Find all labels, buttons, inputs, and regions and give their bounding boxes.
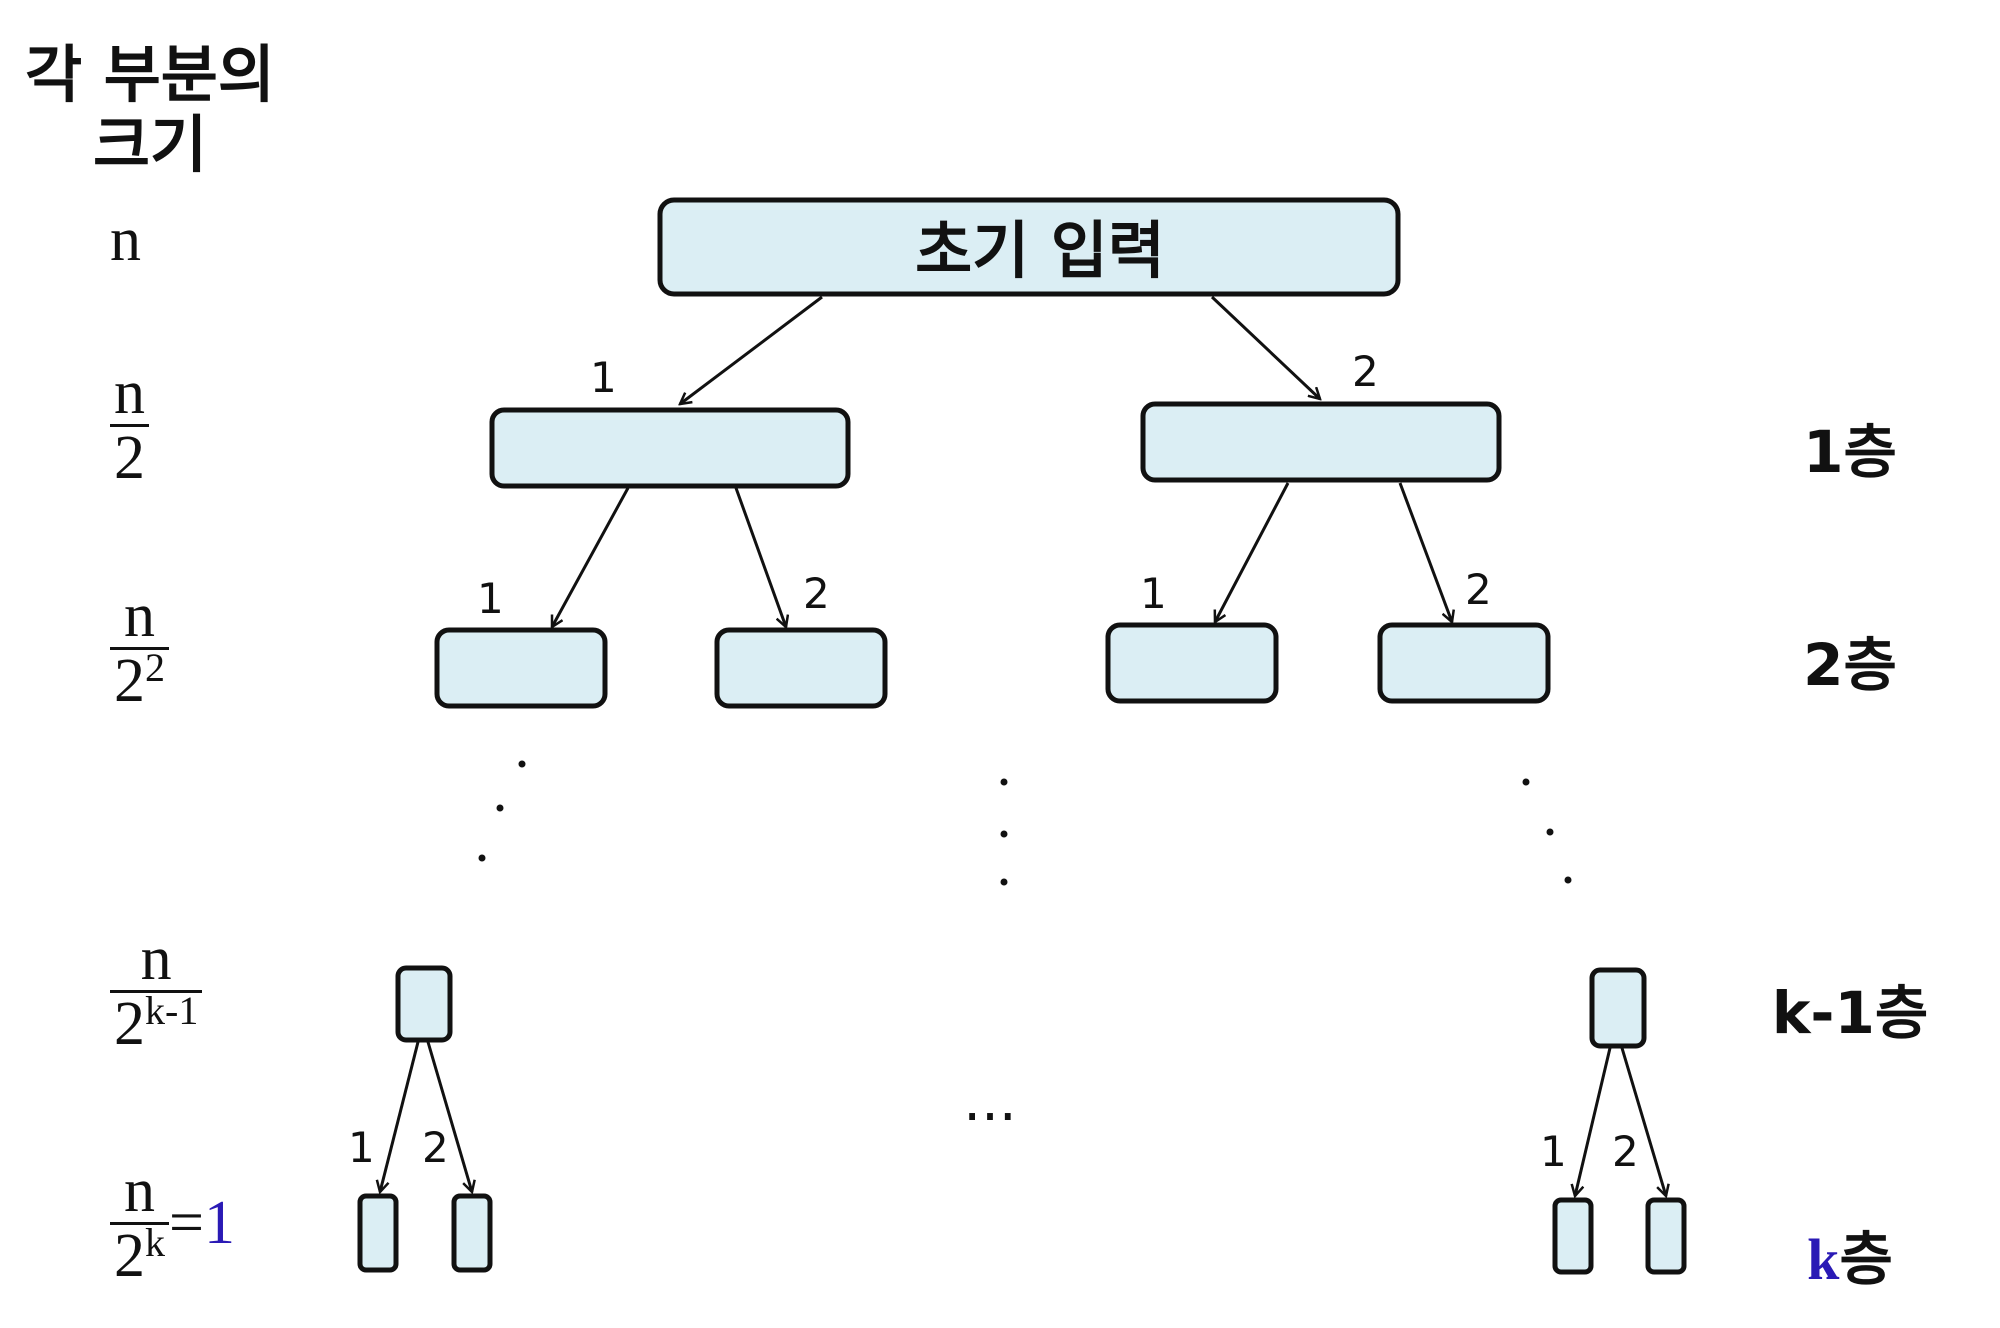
equals-value: 1 [203,1189,235,1257]
layer-k-suffix: 층 [1839,1225,1893,1293]
levelk-node-3 [1552,1197,1594,1275]
levelk1-right-node [1589,967,1647,1049]
layer-label-k: k층 [1730,1212,1970,1296]
edge-l1right-child1 [1215,482,1290,622]
vertical-ellipsis-dot [1522,778,1530,786]
size-label-n-over-2-squared: n 22 [110,585,310,712]
fraction-denominator: 2k-1 [110,990,202,1058]
edge-label-2: 2 [803,569,830,618]
fraction: n 2 [110,362,149,489]
edge-k1left-child1 [380,1041,420,1192]
levelk1-left-node [395,965,453,1043]
vertical-ellipsis-dot [1564,876,1572,884]
edge-label-1: 1 [477,574,504,623]
edge-label-2: 2 [1352,347,1379,396]
fraction-numerator: n [110,928,203,993]
level2-node-1 [434,627,608,709]
size-label-n-over-2-k-equals-1: n 2k =1 [110,1160,310,1287]
edge-label-2: 2 [1612,1127,1639,1176]
edge-label-1: 1 [1540,1127,1567,1176]
size-label-n: n [110,205,310,276]
edge-root-right [1210,295,1320,399]
horizontal-ellipsis: ... [963,1069,1016,1134]
levelk-node-4 [1645,1197,1687,1275]
vertical-ellipsis-dot [1546,828,1554,836]
level1-right-node [1140,401,1502,483]
size-label-n-over-2: n 2 [110,362,310,489]
levelk-node-1 [357,1193,399,1273]
denominator-base: 2 [114,990,145,1058]
edge-k1right-child1 [1575,1047,1612,1196]
edge-k1left-child2 [426,1041,472,1192]
layer-k-variable: k [1807,1227,1840,1292]
edge-label-1: 1 [590,353,617,402]
vertical-ellipsis-dot [1000,778,1008,786]
size-label-n-over-2-k-minus-1: n 2k-1 [110,928,310,1055]
edge-root-left [680,295,823,404]
edge-k1right-child2 [1620,1047,1666,1196]
edge-l1left-child2 [734,487,786,627]
fraction-denominator: 22 [110,647,169,715]
root-node [657,197,1401,297]
layer-label-1: 1층 [1803,418,1897,486]
root-node-label: 초기 입력 [915,214,1165,287]
layer-label-k-minus-1: k-1층 [1771,979,1929,1047]
fraction-numerator: n [110,1160,169,1225]
layer-label-2: 2층 [1803,631,1897,699]
edge-label-2: 2 [422,1123,449,1172]
denominator-exponent: 2 [145,645,165,690]
level2-node-3 [1105,622,1279,704]
fraction: n 2k-1 [110,928,203,1058]
level2-node-2 [714,627,888,709]
level1-left-node [489,407,851,489]
levelk-node-2 [451,1193,493,1273]
edge-l1right-child2 [1398,482,1452,622]
vertical-ellipsis-dot [1000,830,1008,838]
vertical-ellipsis-dot [518,760,526,768]
denominator-base: 2 [114,647,145,715]
edge-label-1: 1 [348,1123,375,1172]
denominator-base: 2 [114,1222,145,1290]
fraction-denominator: 2 [114,424,145,492]
edge-l1left-child1 [550,487,630,627]
denominator-exponent: k [145,1220,165,1265]
fraction: n 2k [110,1160,169,1287]
vertical-ellipsis-dot [478,854,486,862]
fraction-numerator: n [110,362,149,427]
size-column-heading: 각 부분의 크기 [25,38,275,181]
level2-node-4 [1377,622,1551,704]
fraction: n 22 [110,585,169,712]
size-n-text: n [110,206,141,274]
fraction-denominator: 2k [110,1222,169,1290]
equals-sign: = [169,1189,204,1257]
fraction-numerator: n [110,585,169,650]
edge-label-2: 2 [1465,565,1492,614]
denominator-exponent: k-1 [145,988,199,1033]
vertical-ellipsis-dot [1000,878,1008,886]
vertical-ellipsis-dot [496,804,504,812]
equals-one: =1 [169,1188,235,1259]
edge-label-1: 1 [1140,569,1167,618]
